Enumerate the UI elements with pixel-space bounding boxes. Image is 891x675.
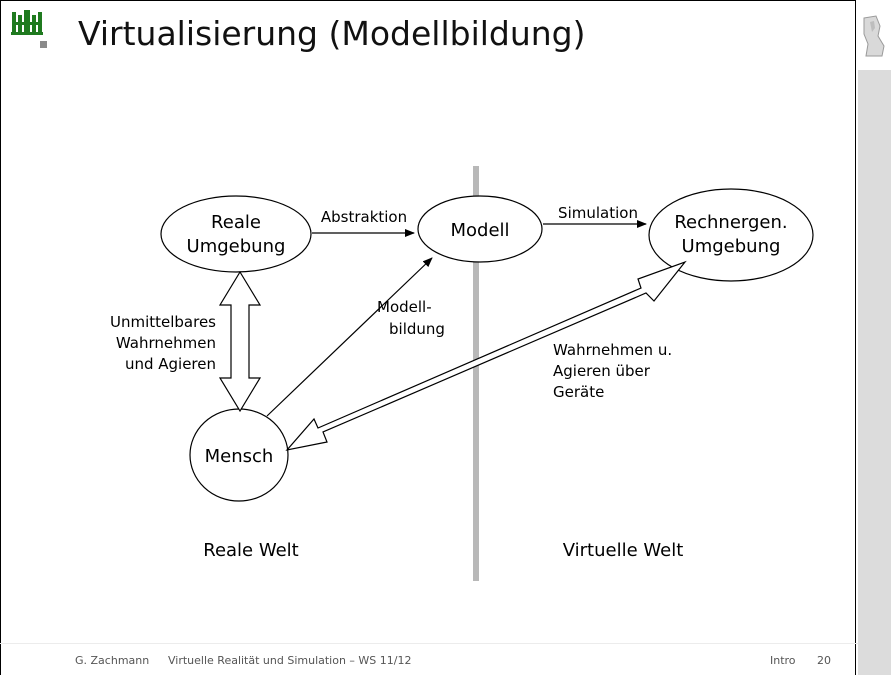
statue-icon: [863, 15, 885, 57]
world-divider: [473, 166, 479, 581]
slide: [0, 0, 858, 675]
unmittelbar-label-2: Wahrnehmen: [116, 334, 216, 352]
geraete-double-arrow: [285, 260, 687, 451]
simulation-label: Simulation: [558, 204, 638, 222]
node-mensch-label: Mensch: [205, 446, 274, 467]
footer-author: G. Zachmann: [75, 654, 150, 667]
node-modell: [417, 195, 543, 263]
virtualization-diagram: Reale Umgebung Modell Rechnergen. Umgebu…: [110, 166, 814, 581]
footer-divider: [0, 643, 858, 644]
region-virtual-label: Virtuelle Welt: [563, 540, 684, 561]
node-reale-umgebung: [160, 195, 312, 273]
modellbildung-label-1: Modell-: [377, 298, 432, 316]
node-reale-umgebung-label-1: Reale: [211, 212, 261, 233]
region-real-label: Reale Welt: [203, 540, 298, 561]
sidebar-strip: [858, 0, 891, 675]
page-title: Virtualisierung (Modellbildung): [78, 14, 586, 53]
unmittelbar-label-3: und Agieren: [125, 355, 216, 373]
node-modell-label: Modell: [450, 220, 509, 241]
university-logo-icon: [10, 9, 47, 48]
unmittelbar-double-arrow: [218, 270, 262, 413]
modellbildung-label-2: bildung: [389, 320, 445, 338]
modellbildung-arrow: [266, 257, 433, 417]
footer-course: Virtuelle Realität und Simulation – WS 1…: [168, 654, 412, 667]
geraete-label-3: Geräte: [553, 383, 604, 401]
geraete-label-2: Agieren über: [553, 362, 651, 380]
geraete-label-1: Wahrnehmen u.: [553, 341, 672, 359]
unmittelbar-label-1: Unmittelbares: [110, 313, 216, 331]
node-rechnergen-label-2: Umgebung: [682, 236, 781, 257]
footer-section: Intro: [770, 654, 796, 667]
node-rechnergen: [648, 188, 814, 282]
slide-border: [0, 0, 856, 675]
node-reale-umgebung-label-2: Umgebung: [187, 236, 286, 257]
abstraktion-label: Abstraktion: [321, 208, 407, 226]
node-rechnergen-label-1: Rechnergen.: [674, 212, 787, 233]
page-number: 20: [817, 654, 831, 667]
